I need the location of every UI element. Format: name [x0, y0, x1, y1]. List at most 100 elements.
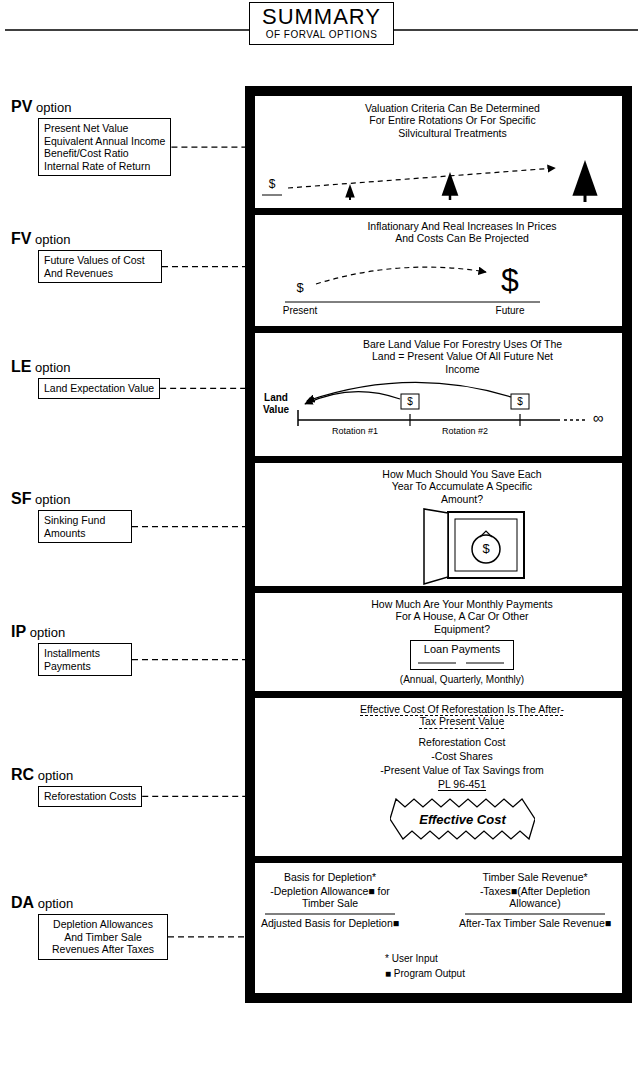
- panel-text: -Depletion Allowance■ for Timber Sale: [260, 885, 400, 910]
- tree-trunk: [584, 195, 587, 202]
- panel-text: Valuation Criteria Can Be Determined For…: [360, 102, 545, 139]
- title-box: SUMMARYOF FORVAL OPTIONS: [249, 2, 394, 45]
- tick: [409, 414, 410, 426]
- legend-entry: ■ Program Output: [385, 967, 465, 982]
- illustration-label: Future: [496, 306, 525, 316]
- panel-text: How Much Should You Save Each Year To Ac…: [382, 468, 542, 505]
- option-word: option: [26, 625, 65, 640]
- option-heading: FV option: [11, 230, 71, 248]
- illustration-label: $: [482, 542, 489, 555]
- sum-line: [265, 913, 395, 914]
- time-line: [564, 419, 585, 421]
- option-box: LE optionLand Expectation Value: [38, 378, 160, 399]
- safe-body: [448, 512, 524, 578]
- blank-line: [418, 663, 456, 664]
- panel-text: -Present Value of Tax Savings from: [312, 764, 612, 776]
- blank-line: [466, 663, 504, 664]
- safe-door: [424, 509, 448, 584]
- tree-symbol: [572, 160, 597, 196]
- panel-text: Inflationary And Real Increases In Price…: [367, 220, 557, 245]
- illustration-label: $: [407, 397, 413, 407]
- tick: [519, 414, 520, 426]
- leader-connector: [132, 526, 255, 527]
- illustration-label: Rotation #1: [332, 427, 378, 436]
- box-text: Loan Payments: [411, 641, 513, 656]
- illustration-label: $: [296, 281, 303, 294]
- panel-ground: [255, 593, 622, 691]
- legend-entry: * User Input: [385, 952, 465, 967]
- tree-trunk: [449, 195, 452, 200]
- option-description: Benefit/Cost Ratio: [44, 147, 165, 160]
- bill-symbol: [511, 394, 529, 409]
- subtitle-text: OF FORVAL OPTIONS: [262, 29, 381, 41]
- option-code: PV: [11, 98, 32, 115]
- panel-text: Basis for Depletion*: [260, 871, 400, 883]
- option-box: RC optionReforestation Costs: [38, 786, 142, 807]
- illustration-label: Rotation #2: [442, 427, 488, 436]
- effective-cost-burst: Effective Cost: [390, 798, 535, 840]
- option-heading: DA option: [11, 894, 73, 912]
- leader-connector: [160, 388, 255, 389]
- option-description: Depletion Allowances And Timber Sale Rev…: [44, 918, 162, 956]
- description-panel: Effective Cost Effective Cost Of Reforest…: [255, 698, 622, 856]
- option-code: IP: [11, 623, 26, 640]
- description-panel: Loan PaymentsHow Much Are Your Monthly P…: [255, 593, 622, 691]
- illustration-label: $: [501, 264, 519, 296]
- option-description: Land Expectation Value: [44, 382, 154, 395]
- panel-text: -Taxes■(After Depletion Allowance): [455, 885, 615, 910]
- illustration-label: Land Value: [254, 392, 298, 415]
- option-code: LE: [11, 358, 31, 375]
- panel-ground: [255, 96, 622, 208]
- option-description: Sinking Fund Amounts: [44, 514, 126, 539]
- projection-arrow: [316, 267, 486, 284]
- option-box: DA optionDepletion Allowances And Timber…: [38, 914, 168, 960]
- option-box: PV optionPresent Net ValueEquivalent Ann…: [38, 118, 171, 176]
- growth-arrow: [288, 168, 555, 188]
- panel-text: Effective Cost Of Reforestation Is The A…: [352, 703, 572, 728]
- option-description: Equivalent Annual Income: [44, 135, 165, 148]
- description-panel: How Much Should You Save Each Year To Ac…: [255, 463, 622, 586]
- panel-ground: [255, 333, 622, 456]
- option-heading: LE option: [11, 358, 71, 376]
- money-bag: [472, 535, 500, 563]
- panel-ground: [255, 463, 622, 586]
- leader-connector: [171, 147, 255, 148]
- option-heading: IP option: [11, 623, 65, 641]
- ground-line: [262, 195, 282, 196]
- option-word: option: [32, 100, 71, 115]
- loan-payments-box: Loan Payments: [410, 640, 514, 670]
- option-heading: SF option: [11, 490, 71, 508]
- title-text: SUMMARY: [262, 5, 381, 29]
- panel-text: Reforestation Cost: [312, 736, 612, 748]
- leader-connector: [162, 266, 255, 267]
- leader-connector: [142, 796, 255, 797]
- description-panel: Valuation Criteria Can Be Determined For…: [255, 96, 622, 208]
- bill-symbol: [401, 394, 419, 409]
- option-code: DA: [11, 894, 34, 911]
- panel-text: Timber Sale Revenue*: [455, 871, 615, 883]
- option-description: Internal Rate of Return: [44, 160, 165, 173]
- burst-path: [390, 799, 535, 839]
- option-description: Future Values of Cost And Revenues: [44, 254, 156, 279]
- option-box: SF optionSinking Fund Amounts: [38, 510, 132, 543]
- option-box: IP optionInstallments Payments: [38, 643, 132, 676]
- panel-ground: [255, 698, 622, 856]
- option-word: option: [34, 896, 73, 911]
- legend: * User Input■ Program Output: [385, 952, 465, 981]
- panel-text: Adjusted Basis for Depletion■: [260, 917, 400, 929]
- tree-symbol: [442, 172, 459, 196]
- leader-connector: [132, 659, 255, 660]
- illustration-label: ∞: [593, 410, 604, 425]
- sum-line: [465, 913, 605, 914]
- leader-connector: [168, 936, 255, 937]
- time-line: [298, 419, 560, 421]
- option-word: option: [31, 492, 70, 507]
- option-word: option: [34, 768, 73, 783]
- option-word: option: [31, 360, 70, 375]
- option-heading: RC option: [11, 766, 73, 784]
- description-panel: Bare Land Value For Forestry Uses Of The…: [255, 333, 622, 456]
- panel-text: PL 96-451: [312, 778, 612, 790]
- tree-trunk: [349, 197, 351, 200]
- time-line: [285, 302, 540, 303]
- illustration-label: $: [517, 397, 523, 407]
